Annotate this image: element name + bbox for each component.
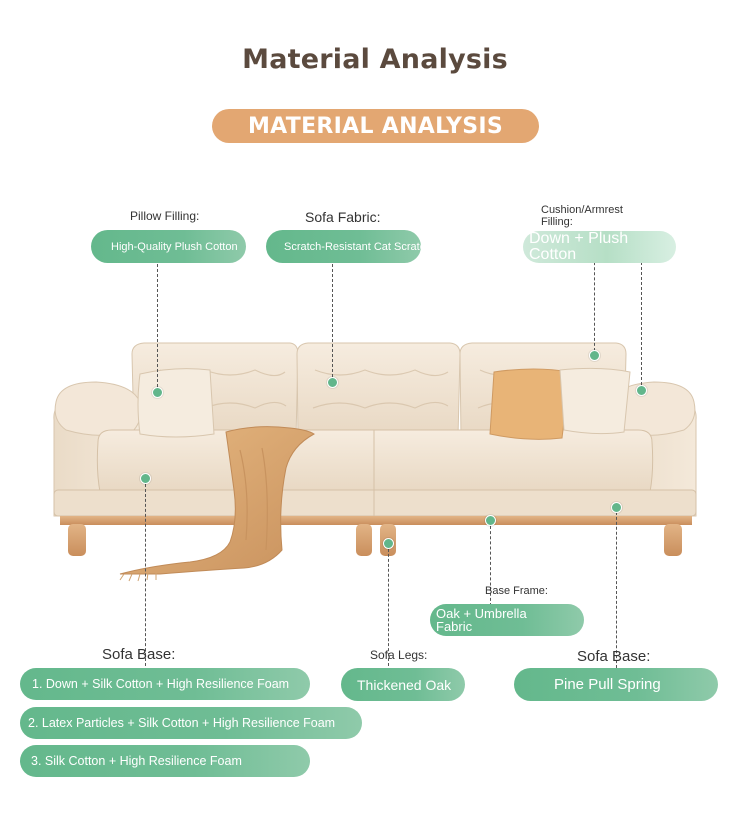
pillow-filling-label: Pillow Filling: [130, 209, 200, 223]
sofa-legs-value: Thickened Oak [357, 676, 452, 693]
sofa-base-option-2-text: 2. Latex Particles + Silk Cotton + High … [28, 716, 336, 730]
leader-line-fabric [332, 264, 333, 382]
leader-line-armrest [641, 242, 642, 390]
pillow-filling-value: High-Quality Plush Cotton [111, 240, 238, 253]
marker-dot-base-left [140, 473, 151, 484]
leader-line-frame [490, 526, 491, 606]
marker-dot-pillow [152, 387, 163, 398]
leader-line-pillow [157, 264, 158, 392]
cushion-filling-value: Down + Plush Cotton [529, 230, 629, 263]
base-frame-value: Oak + Umbrella Fabric [436, 606, 527, 634]
base-frame-label: Base Frame: [485, 585, 548, 597]
sofa-legs-label: Sofa Legs: [370, 648, 428, 662]
sofa-base-right-value: Pine Pull Spring [554, 676, 661, 693]
leader-line-cushion [594, 242, 595, 356]
section-banner: MATERIAL ANALYSIS [212, 109, 539, 143]
sofa-legs-pill: Thickened Oak [341, 668, 465, 701]
leader-line-base-right [616, 512, 617, 668]
sofa-fabric-value: Scratch-Resistant Cat Scratching Fabric [284, 240, 480, 253]
marker-dot-frame [485, 515, 496, 526]
sofa-base-option-1-text: 1. Down + Silk Cotton + High Resilience … [32, 677, 290, 691]
cushion-filling-label: Cushion/Armrest Filling: [541, 204, 623, 228]
leader-line-base-left [145, 484, 146, 666]
sofa-base-option-2: 2. Latex Particles + Silk Cotton + High … [20, 707, 362, 739]
sofa-base-right-pill: Pine Pull Spring [514, 668, 718, 701]
sofa-fabric-pill: Scratch-Resistant Cat Scratching Fabric [266, 230, 480, 263]
leader-line-legs [388, 544, 389, 666]
cushion-filling-pill: Down + Plush Cotton [523, 231, 676, 263]
marker-dot-legs [383, 538, 394, 549]
marker-dot-fabric [327, 377, 338, 388]
marker-dot-armrest [636, 385, 647, 396]
base-frame-pill: Oak + Umbrella Fabric [430, 604, 584, 636]
sofa-base-option-3-text: 3. Silk Cotton + High Resilience Foam [31, 754, 242, 768]
sofa-fabric-label: Sofa Fabric: [305, 209, 381, 225]
sofa-base-option-1: 1. Down + Silk Cotton + High Resilience … [20, 668, 310, 700]
sofa-illustration [53, 342, 697, 582]
marker-dot-base-right [611, 502, 622, 513]
sofa-base-right-label: Sofa Base: [577, 648, 651, 665]
pillow-filling-pill: High-Quality Plush Cotton [91, 230, 246, 263]
sofa-base-option-3: 3. Silk Cotton + High Resilience Foam [20, 745, 310, 777]
marker-dot-cushion [589, 350, 600, 361]
page-title: Material Analysis [242, 44, 508, 75]
sofa-base-left-label: Sofa Base: [102, 646, 176, 663]
